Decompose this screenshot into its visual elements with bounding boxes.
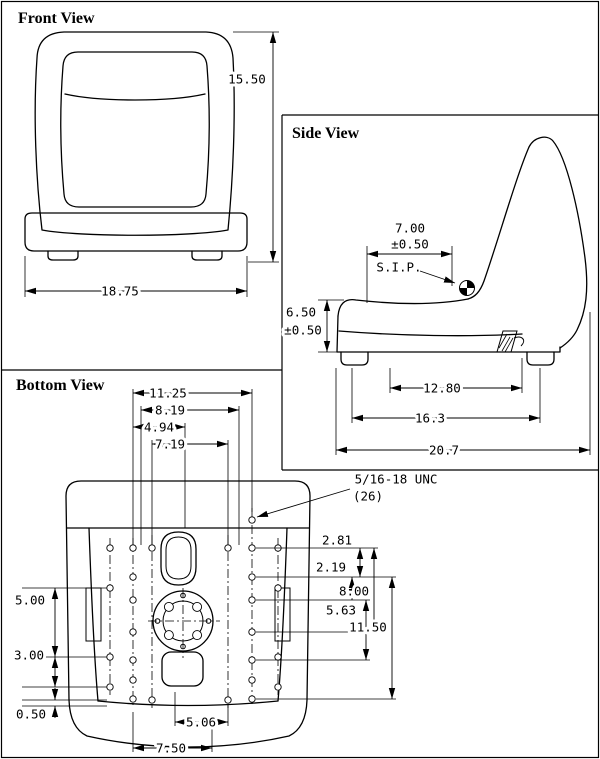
spacing-0-50-value: 0.50 bbox=[16, 707, 46, 722]
side-cushion-top bbox=[337, 298, 469, 317]
front-view: Front View 15.50 18.75 bbox=[16, 8, 279, 302]
front-height-value: 15.50 bbox=[228, 72, 266, 87]
side-view-label: Side View bbox=[292, 125, 360, 142]
sip-callout: S.I.P. bbox=[373, 257, 456, 284]
front-width-value: 18.75 bbox=[101, 284, 139, 299]
sip-label: S.I.P. bbox=[376, 260, 421, 275]
bottom-right-dims: 2.81 2.19 8.00 5.63 11.50 bbox=[256, 530, 396, 700]
bottom-slot-outer bbox=[160, 531, 197, 586]
spacing-2-19-value: 2.19 bbox=[316, 560, 346, 575]
side-depth-overall-dim: 20.7 bbox=[335, 312, 591, 461]
front-seat-drawing bbox=[24, 31, 248, 261]
side-backrest-front-edge bbox=[467, 146, 530, 300]
spacing-5-63-value: 5.63 bbox=[326, 603, 356, 618]
spacing-5-00-value: 5.00 bbox=[15, 593, 45, 608]
spacing-11-25-value: 11.25 bbox=[149, 386, 187, 401]
side-backrest-rear-edge bbox=[528, 136, 588, 349]
bottom-right-channel bbox=[274, 587, 291, 642]
spacing-7-19-value: 7.19 bbox=[155, 437, 185, 452]
front-headrest-seam bbox=[64, 93, 206, 101]
bottom-lower-pocket bbox=[161, 651, 204, 687]
bottom-inner-bottom bbox=[97, 700, 279, 707]
front-seat-base bbox=[24, 212, 248, 252]
thread-spec-value: 5/16-18 UNC bbox=[355, 472, 438, 487]
spacing-4-94-value: 4.94 bbox=[144, 420, 174, 435]
spacing-8-00-value: 8.00 bbox=[339, 584, 369, 599]
front-right-foot bbox=[191, 250, 223, 261]
depth-mid-value: 16.3 bbox=[415, 411, 445, 426]
spacing-2-81-value: 2.81 bbox=[322, 533, 352, 548]
depth-inner-value: 12.80 bbox=[423, 381, 461, 396]
bottom-bottom-dims: 5.06 7.50 bbox=[132, 692, 229, 759]
front-height-dim: 15.50 bbox=[225, 31, 279, 263]
bottom-slot-inner bbox=[165, 536, 192, 580]
cushion-height-value: 6.50 bbox=[286, 305, 316, 320]
thread-qty-value: (26) bbox=[353, 489, 383, 504]
bottom-outline bbox=[65, 480, 311, 748]
bottom-view: Bottom View bbox=[11, 375, 440, 759]
side-seat-drawing bbox=[336, 136, 588, 366]
bottom-top-dims: 11.25 8.19 4.94 7.19 bbox=[132, 383, 253, 545]
side-sip-width-dim: 7.00 ±0.50 bbox=[366, 218, 453, 303]
sip-width-value: 7.00 bbox=[395, 221, 425, 236]
spacing-7-50-value: 7.50 bbox=[156, 741, 186, 756]
front-view-label: Front View bbox=[18, 10, 95, 27]
bottom-inner-left bbox=[88, 527, 99, 702]
side-depth-mid-dim: 16.3 bbox=[351, 368, 541, 429]
side-view: Side View 7.00 ±0.50 bbox=[281, 123, 591, 461]
side-front-foot bbox=[340, 351, 369, 366]
side-cushion-underside bbox=[338, 330, 523, 337]
bottom-seat-drawing bbox=[65, 480, 311, 748]
side-adjuster-lever bbox=[513, 336, 525, 347]
front-width-dim: 18.75 bbox=[24, 256, 248, 302]
sip-symbol bbox=[459, 280, 475, 296]
spacing-11-50-value: 11.50 bbox=[349, 620, 387, 635]
sip-width-tolerance: ±0.50 bbox=[391, 237, 429, 252]
thread-callout: 5/16-18 UNC (26) bbox=[256, 469, 440, 518]
side-adjuster-bracket bbox=[496, 330, 518, 353]
spacing-3-00-value: 3.00 bbox=[14, 648, 44, 663]
spacing-5-06-value: 5.06 bbox=[186, 715, 216, 730]
side-base-outline bbox=[336, 315, 561, 353]
depth-overall-value: 20.7 bbox=[429, 443, 459, 458]
side-depth-inner-dim: 12.80 bbox=[389, 358, 523, 399]
bottom-left-dims: 5.00 3.00 0.50 bbox=[11, 587, 107, 725]
bottom-view-label: Bottom View bbox=[16, 377, 105, 394]
side-rear-foot bbox=[526, 351, 555, 366]
front-backrest bbox=[34, 31, 235, 236]
side-cushion-height-dim: 6.50 ±0.50 bbox=[281, 299, 344, 353]
spacing-8-19-value: 8.19 bbox=[155, 403, 185, 418]
cushion-height-tolerance: ±0.50 bbox=[284, 323, 322, 338]
bottom-inner-right bbox=[277, 527, 288, 702]
front-cushion-inset bbox=[60, 51, 210, 208]
front-left-foot bbox=[47, 250, 79, 261]
